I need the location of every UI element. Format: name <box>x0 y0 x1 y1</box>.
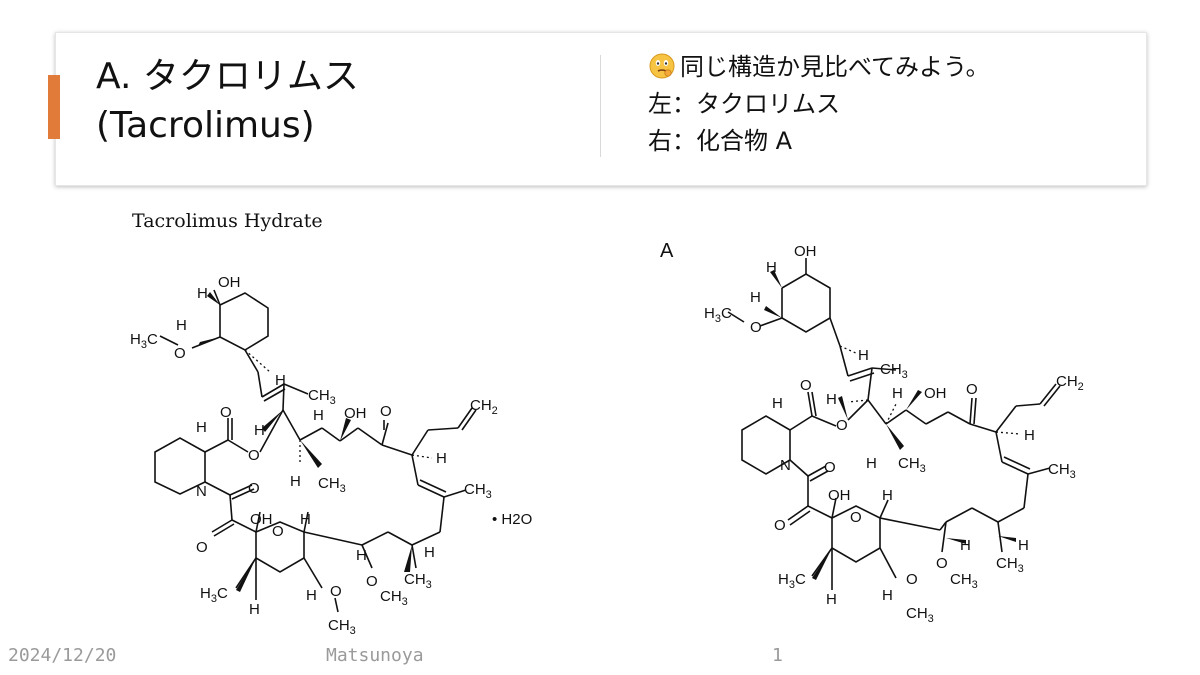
thinking-face-icon <box>649 53 675 79</box>
footer-page-number: 1 <box>772 645 783 666</box>
note-line-1: 同じ構造か見比べてみよう。 <box>648 49 990 86</box>
svg-text:CH2: CH2 <box>470 397 498 417</box>
svg-text:CH3: CH3 <box>906 605 934 625</box>
svg-text:O: O <box>850 509 862 526</box>
svg-text:O: O <box>800 377 812 394</box>
svg-text:H: H <box>882 487 893 504</box>
svg-text:H3C: H3C <box>130 331 158 351</box>
svg-text:H: H <box>858 347 869 364</box>
header-card: A. タクロリムス (Tacrolimus) 同じ構造か見比べてみよう。 左：タ… <box>55 32 1147 186</box>
svg-text:CH3: CH3 <box>328 617 356 637</box>
svg-text:H: H <box>356 547 367 564</box>
title-accent-bar <box>48 75 60 139</box>
svg-text:OH: OH <box>794 243 817 260</box>
svg-text:OH: OH <box>218 274 241 291</box>
svg-text:H: H <box>196 419 207 436</box>
svg-text:H: H <box>1024 427 1035 444</box>
svg-text:CH2: CH2 <box>1056 373 1084 393</box>
svg-text:H: H <box>826 391 837 408</box>
svg-text:H: H <box>254 422 265 439</box>
svg-text:N: N <box>196 483 207 500</box>
svg-text:N: N <box>780 457 791 474</box>
svg-text:CH3: CH3 <box>318 475 346 495</box>
title-line-2: (Tacrolimus) <box>96 104 315 146</box>
svg-text:H3C: H3C <box>778 571 806 591</box>
svg-text:O: O <box>196 539 208 556</box>
svg-text:H: H <box>424 544 435 561</box>
footer-author: Matsunoya <box>326 645 424 666</box>
header-divider <box>600 55 601 157</box>
footer-date: 2024/12/20 <box>8 645 117 666</box>
svg-text:O: O <box>750 319 762 336</box>
svg-text:CH3: CH3 <box>404 571 432 591</box>
svg-text:CH3: CH3 <box>464 481 492 501</box>
svg-text:O: O <box>966 381 978 398</box>
svg-text:CH3: CH3 <box>898 455 926 475</box>
right-figure-label: A <box>660 240 674 262</box>
svg-text:H: H <box>300 511 311 528</box>
slide-title: A. タクロリムス (Tacrolimus) <box>96 53 359 150</box>
svg-text:O: O <box>936 555 948 572</box>
svg-text:H3C: H3C <box>704 305 732 325</box>
svg-text:O: O <box>774 517 786 534</box>
svg-text:CH3: CH3 <box>880 361 908 381</box>
svg-text:H: H <box>866 455 877 472</box>
svg-text:O: O <box>824 459 836 476</box>
svg-text:H: H <box>1018 537 1029 554</box>
svg-text:O: O <box>174 345 186 362</box>
svg-text:OH: OH <box>924 385 947 402</box>
svg-text:H: H <box>436 450 447 467</box>
svg-text:OH: OH <box>828 487 851 504</box>
svg-text:H: H <box>249 601 260 618</box>
note-line-3: 右：化合物 A <box>648 127 793 156</box>
svg-text:OH: OH <box>344 405 367 422</box>
svg-text:O: O <box>248 447 260 464</box>
left-figure-caption: Tacrolimus Hydrate <box>132 210 323 232</box>
svg-text:H: H <box>290 473 301 490</box>
svg-text:H: H <box>306 587 317 604</box>
svg-text:O: O <box>380 403 392 420</box>
svg-text:H: H <box>960 537 971 554</box>
svg-text:H: H <box>275 372 286 389</box>
svg-text:H: H <box>766 259 777 276</box>
svg-text:CH3: CH3 <box>308 387 336 407</box>
note-text-1: 同じ構造か見比べてみよう。 <box>680 53 990 81</box>
svg-text:H: H <box>750 289 761 306</box>
note-line-2: 左：タクロリムス <box>648 90 840 119</box>
svg-text:O: O <box>248 480 260 497</box>
hydrate-label: • H2O <box>492 511 532 528</box>
svg-text:CH3: CH3 <box>380 588 408 608</box>
title-line-1: A. タクロリムス <box>96 56 359 97</box>
svg-text:O: O <box>330 583 342 600</box>
svg-text:CH3: CH3 <box>1048 461 1076 481</box>
svg-text:H: H <box>313 407 324 424</box>
svg-text:O: O <box>906 571 918 588</box>
svg-text:H: H <box>176 317 187 334</box>
svg-text:H: H <box>197 285 208 302</box>
svg-text:CH3: CH3 <box>950 571 978 591</box>
svg-text:H: H <box>882 587 893 604</box>
svg-text:H: H <box>826 591 837 608</box>
svg-text:H: H <box>772 395 783 412</box>
svg-text:H: H <box>892 385 903 402</box>
svg-text:O: O <box>272 523 284 540</box>
comparison-notes: 同じ構造か見比べてみよう。 左：タクロリムス 右：化合物 A <box>648 49 990 161</box>
svg-text:OH: OH <box>250 511 273 528</box>
svg-text:O: O <box>836 417 848 434</box>
svg-text:O: O <box>366 573 378 590</box>
svg-text:CH3: CH3 <box>996 555 1024 575</box>
svg-text:O: O <box>220 404 232 421</box>
svg-text:H3C: H3C <box>200 585 228 605</box>
